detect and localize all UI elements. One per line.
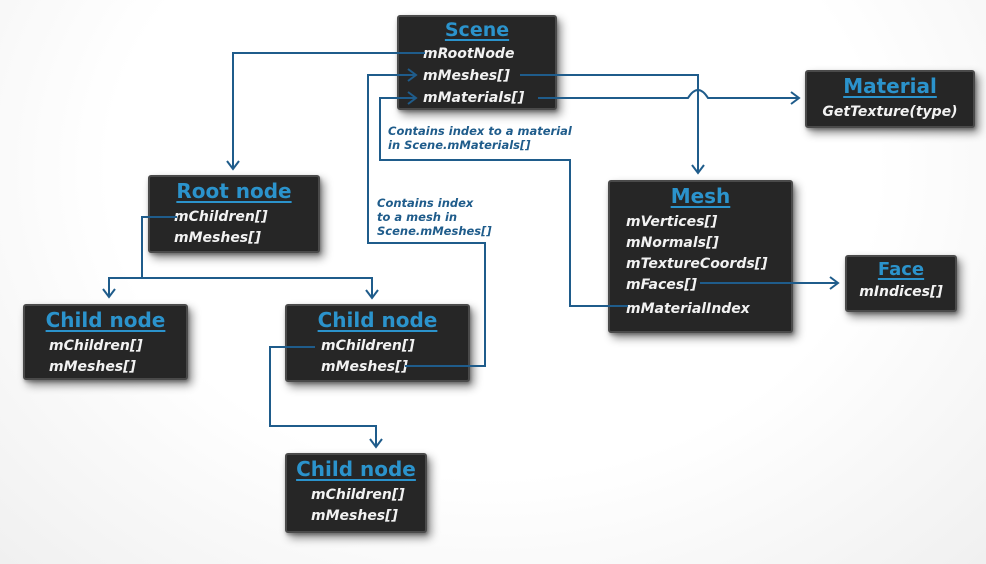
annotation-line: in Scene.mMaterials[] (388, 138, 531, 152)
annotation-line: Scene.mMeshes[] (377, 224, 492, 238)
member-label: mNormals[] (626, 235, 719, 251)
member-label: GetTexture(type) (822, 104, 958, 120)
node-title: Child node (317, 308, 438, 332)
annotation-mesh-index: Contains index to a mesh in Scene.mMeshe… (377, 196, 492, 238)
member-label: mMeshes[] (321, 359, 408, 375)
annotation-line: to a mesh in (377, 210, 458, 224)
node-child-middle: Child node mChildren[] mMeshes[] (285, 304, 470, 382)
annotation-material-index: Contains index to a material in Scene.mM… (388, 124, 572, 152)
node-face: Face mIndices[] (845, 255, 957, 312)
member-label: mMaterialIndex (626, 301, 750, 317)
node-title: Mesh (670, 184, 731, 208)
node-title: Child node (45, 308, 166, 332)
member-label: mMaterials[] (423, 90, 525, 106)
member-label: mTextureCoords[] (626, 256, 768, 272)
member-label: mMeshes[] (49, 359, 136, 375)
node-scene: Scene mRootNode mMeshes[] mMaterials[] (397, 15, 557, 110)
node-title: Material (843, 74, 937, 98)
member-label: mMeshes[] (311, 508, 398, 524)
member-label: mFaces[] (626, 277, 697, 293)
annotation-line: Contains index (377, 196, 474, 210)
node-material: Material GetTexture(type) (805, 70, 975, 128)
member-label: mRootNode (423, 46, 515, 62)
member-label: mChildren[] (174, 209, 268, 225)
node-mesh: Mesh mVertices[] mNormals[] mTextureCoor… (608, 180, 793, 333)
member-label: mChildren[] (311, 487, 405, 503)
connector-scene-materials-to-material (538, 89, 801, 105)
member-label: mChildren[] (49, 338, 143, 354)
node-title: Face (877, 259, 925, 280)
node-title: Child node (296, 457, 416, 481)
member-label: mVertices[] (626, 214, 718, 230)
member-label: mMeshes[] (423, 68, 510, 84)
node-child-bottom: Child node mChildren[] mMeshes[] (285, 453, 427, 533)
node-title: Scene (444, 19, 510, 41)
member-label: mMeshes[] (174, 230, 261, 246)
member-label: mChildren[] (321, 338, 415, 354)
node-child-left: Child node mChildren[] mMeshes[] (23, 304, 188, 380)
member-label: mIndices[] (859, 284, 943, 300)
node-root: Root node mChildren[] mMeshes[] (148, 175, 320, 253)
connector-root-children-to-childmiddle (142, 277, 379, 300)
node-title: Root node (176, 179, 292, 203)
annotation-line: Contains index to a material (388, 124, 572, 138)
